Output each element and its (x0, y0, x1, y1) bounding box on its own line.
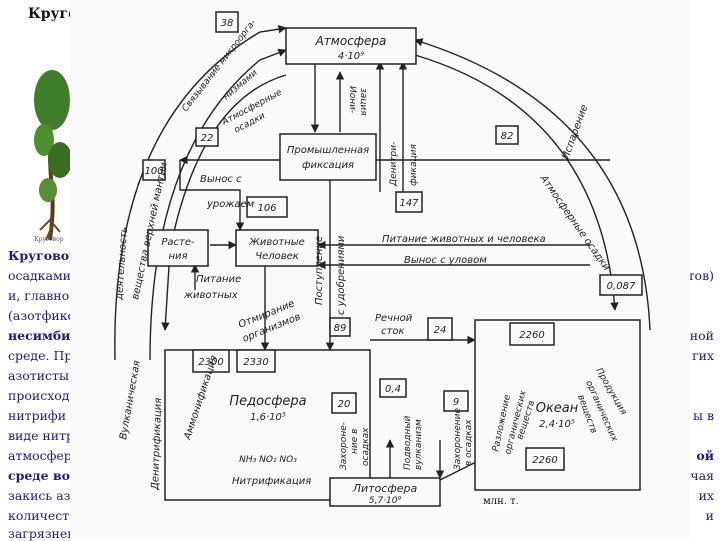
flow-label: с удобрениями (335, 235, 347, 315)
flow-value: 2260 (532, 455, 557, 466)
animals-label: Животные (248, 237, 305, 248)
bg-text-line: закись аз (8, 488, 71, 503)
flow-value: 2300 (198, 357, 223, 368)
unit-label: млн. т. (483, 496, 519, 507)
flow-label: Захоронение (453, 408, 463, 470)
flow-label: Денитри- (389, 142, 399, 187)
flow-value: 9 (453, 397, 459, 408)
flow-value: 22 (201, 133, 214, 144)
bg-text-line: виде нитр (8, 428, 75, 443)
ocean-value: 2,4·10⁵ (539, 419, 575, 430)
bg-text-line: количест (8, 508, 70, 523)
bg-text-line: (азотфико (8, 308, 76, 323)
flow-label: вулканизм (414, 419, 424, 470)
flow-label: Иони- (347, 86, 357, 113)
flow-label: зация (358, 88, 368, 116)
flow-value: 147 (399, 198, 419, 209)
atmosphere-label: Атмосфера (315, 34, 387, 48)
flow-label: Вынос с уловом (404, 255, 487, 266)
flow-value: 82 (501, 131, 514, 142)
flow-value: 2330 (243, 357, 268, 368)
nitrogen-cycle-diagram: Атмосфера 4·10⁹ Промышленная фиксация Ра… (70, 0, 690, 540)
flow-value: 0,4 (385, 384, 401, 395)
pedosphere-label: Педосфера (229, 394, 306, 409)
flow-value: 0,087 (607, 281, 636, 292)
flow-value: 24 (434, 325, 447, 336)
flow-label: Денитрификация (150, 398, 164, 492)
flow-label: Нитрификация (232, 476, 311, 487)
bg-text-line: ной (689, 328, 714, 343)
flow-label: ние в (350, 429, 360, 454)
pedosphere-compounds: NH₃ NO₂ NO₃ (239, 455, 297, 465)
animals-label: Человек (255, 251, 299, 262)
industrial-fixation-box (279, 133, 377, 181)
flow-value: 2260 (519, 330, 544, 341)
bg-text-line: их (698, 488, 714, 503)
flow-label: животных (183, 290, 238, 301)
flow-label: в осадках (464, 419, 474, 466)
flow-label: фикация (409, 144, 419, 186)
bg-text-line: среде. Пр (8, 348, 73, 363)
flow-value: 89 (334, 323, 347, 334)
atmosphere-value: 4·10⁹ (338, 51, 364, 62)
bg-text-line: гих (692, 348, 714, 363)
plants-label: Расте- (161, 237, 195, 248)
bg-text-line: осадками (8, 268, 71, 283)
flow-label: Питание животных и человека (382, 234, 546, 245)
animals-box (235, 229, 319, 267)
bg-text-line: и (705, 508, 714, 523)
bg-text-line: ой (696, 448, 714, 463)
flow-label: деятельность (114, 226, 130, 301)
flow-value: 106 (257, 203, 276, 214)
bg-text-line: несимбио (8, 328, 79, 343)
flow-label: сток (381, 326, 404, 337)
lithosphere-box (329, 477, 441, 507)
flow-label: Вынос с (200, 174, 242, 185)
bg-text-line: ы в (693, 408, 714, 423)
flow-label: Питание (196, 274, 241, 285)
flow-value: 20 (338, 399, 351, 410)
bg-text-line: Круговор (8, 248, 78, 263)
bg-text-line: происход (8, 388, 70, 403)
plant-caption: Круговор (34, 236, 64, 243)
flow-label: осадках (361, 427, 371, 466)
flow-value: 38 (221, 18, 234, 29)
flow-label: Подводный (403, 415, 413, 470)
ocean-label: Океан (536, 401, 579, 416)
atmosphere-box (285, 27, 417, 65)
bg-text-line: загрязнен (8, 526, 76, 541)
slide-title: Круго (28, 6, 78, 22)
lithosphere-label: Литосфера (352, 482, 418, 495)
lithosphere-value: 5,7·10⁹ (369, 496, 402, 506)
plants-box (147, 229, 209, 267)
flow-value: 100 (144, 166, 163, 177)
bg-text-line: нитрифи (8, 408, 67, 423)
flow-label: урожаем (206, 199, 255, 210)
bg-text-line: атмосфер (8, 448, 72, 463)
bg-text-line: и, главно (8, 288, 70, 303)
bg-text-line: азотисты (8, 368, 69, 383)
plants-label: ния (168, 251, 187, 262)
flow-label: Захороне- (339, 422, 349, 470)
plant-illustration (34, 70, 72, 240)
industrial-fixation-label: фиксация (302, 160, 354, 171)
industrial-fixation-label: Промышленная (287, 145, 369, 156)
flow-label: Поступление (314, 236, 325, 305)
pedosphere-box (164, 349, 371, 501)
bg-text-line: среде вос (8, 468, 78, 483)
flow-label: Речной (375, 313, 413, 324)
pedosphere-value: 1,6·10⁵ (250, 412, 286, 423)
